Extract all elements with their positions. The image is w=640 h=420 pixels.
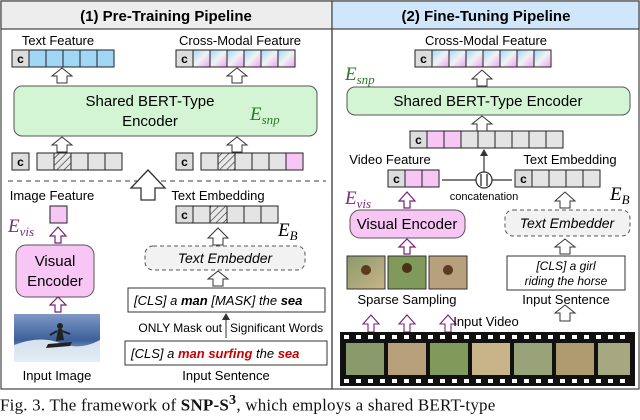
purple-up-arrow-icon [397,191,417,209]
input-video-label: Input Video [453,314,519,329]
token-c: c [181,52,188,66]
big-up-arrow-icon [129,169,167,201]
right-header-bar [331,0,640,30]
concat-arrow-head-icon [480,149,488,156]
token-c: c [181,155,188,169]
sparse-sampling-label: Sparse Sampling [358,292,457,307]
mask-note-left: ONLY Mask out [138,321,222,335]
text-feature-label: Text Feature [22,33,94,48]
right-text-embedding-tokens: c [514,169,601,188]
right-text-embedding-label: Text Embedding [523,152,616,167]
right-concat-tokens: c [409,130,564,149]
text-embedder-label: Text Embedder [178,250,274,266]
text-embedding-label: Text Embedding [171,188,264,203]
image-feature-token [49,205,68,224]
right-e-snp-label: Esnp [344,64,375,87]
purple-up-arrow-icon [361,314,381,333]
masked-text-tokens: c [11,152,123,171]
up-arrow-icon [50,136,74,153]
input-video-filmstrip [340,332,635,386]
token-c: c [393,172,400,186]
up-arrow-icon [470,69,494,87]
concat-symbol-icon [475,171,493,189]
e-vis-label: Evis [7,216,34,239]
input-image-surfer [14,314,100,362]
masked-multimodal-tokens: c [175,152,304,171]
right-text-embedder-box [504,209,631,237]
up-arrow-icon [553,238,577,255]
input-sentence-box [124,340,328,366]
e-snp-label: Esnp [249,104,280,127]
right-e-b-label: EB [609,184,630,207]
left-title: (1) Pre-Training Pipeline [80,8,252,25]
up-arrow-icon [470,115,494,132]
input-image-label: Input Image [23,368,92,383]
token-c: c [181,208,188,222]
text-embedding-tokens: c [175,205,279,224]
visual-encoder-line1: Visual [35,253,76,270]
purple-up-arrow-icon [397,314,417,333]
image-feature-label: Image Feature [10,188,95,203]
mask-arrow-head-icon [222,313,230,320]
encoder-line2: Encoder [122,113,178,130]
shared-bert-encoder-box [13,85,318,137]
token-c: c [420,52,427,66]
cross-modal-feature-label: Cross-Modal Feature [179,33,301,48]
up-arrow-icon [206,270,230,287]
input-sentence-label: Input Sentence [182,368,269,383]
e-b-label: EB [277,220,298,243]
mask-note-right: Significant Words [230,321,323,335]
input-sentence-text: [CLS] a man surfing the sea [130,346,299,361]
right-sentence-box [506,255,626,291]
right-sentence-line2: riding the horse [525,274,608,288]
encoder-line1: Shared BERT-Type [86,93,215,110]
purple-up-arrow-icon [48,296,68,313]
video-feature-label: Video Feature [349,152,430,167]
up-arrow-icon [553,191,577,209]
up-arrow-icon [553,304,577,322]
right-visual-encoder-label: Visual Encoder [357,216,458,233]
sparse-sampled-frames [346,255,468,290]
right-e-vis-label: Evis [344,188,371,211]
video-feature-tokens: c [387,169,440,188]
purple-up-arrow-icon [397,238,417,255]
purple-up-arrow-icon [48,226,68,244]
right-shared-encoder-box [346,86,631,116]
token-c: c [415,133,422,147]
up-arrow-icon [225,67,249,84]
up-arrow-icon [50,67,74,84]
right-visual-encoder-box [349,209,466,239]
text-embedder-box [144,245,306,271]
right-cross-modal-label: Cross-Modal Feature [425,33,547,48]
token-c: c [17,52,24,66]
figure-caption: Fig. 3. The framework of SNP-S3, which e… [0,392,496,415]
right-encoder-label: Shared BERT-Type Encoder [394,93,583,110]
up-arrow-icon [225,136,249,153]
right-sentence-line1: [CLS] a girl [535,259,596,273]
visual-encoder-box [15,244,95,298]
right-text-embedder-label: Text Embedder [520,215,616,231]
masked-sentence: [CLS] a man [MASK] the sea [133,293,302,308]
cross-modal-feature-tokens: c [175,49,296,68]
token-c: c [520,172,527,186]
masked-sentence-box [127,287,326,313]
up-arrow-icon [206,227,230,246]
text-feature-tokens: c [11,49,115,68]
token-c: c [17,155,24,169]
right-cross-modal-tokens: c [414,49,552,68]
concatenation-label: concatenation [450,191,519,203]
purple-up-arrow-icon [438,314,458,333]
right-input-sentence-label: Input Sentence [522,292,609,307]
visual-encoder-line2: Encoder [27,273,83,290]
right-title: (2) Fine-Tuning Pipeline [402,8,571,25]
